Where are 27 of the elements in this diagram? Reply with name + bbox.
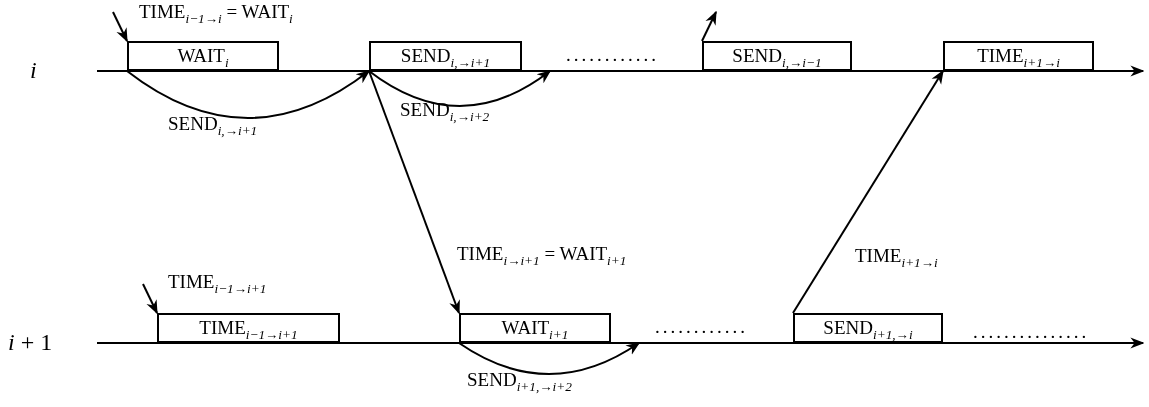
edge-label: TIME$_{i+1→i}$ bbox=[855, 244, 938, 272]
time-slot-box: SEND$_{i,→i−1}$ bbox=[702, 41, 852, 71]
edge-label: TIME$_{i−1→i}$ = WAIT$_{i}$ bbox=[139, 0, 293, 28]
arrow bbox=[792, 69, 944, 314]
edge-label: SEND$_{i,→i+1}$ bbox=[168, 112, 258, 140]
time-slot-box: SEND$_{i+1,→i}$ bbox=[793, 313, 943, 343]
time-slot-box: TIME$_{i+1→i}$ bbox=[943, 41, 1094, 71]
time-slot-box: WAIT$_{i+1}$ bbox=[459, 313, 611, 343]
curved-arrow bbox=[458, 342, 641, 375]
ellipsis-dots: ............... bbox=[973, 320, 1090, 344]
time-slot-box: WAIT$_{i}$ bbox=[127, 41, 279, 71]
arrow bbox=[368, 70, 460, 315]
edge-label: SEND$_{i,→i+2}$ bbox=[400, 98, 490, 126]
curved-arrow bbox=[368, 70, 552, 107]
ellipsis-dots: ............ bbox=[639, 317, 764, 343]
arrow bbox=[142, 283, 158, 315]
edge-label: TIME$_{i−1→i+1}$ bbox=[168, 270, 267, 298]
edge-label: SEND$_{i+1,→i+2}$ bbox=[467, 368, 572, 396]
time-slot-box: TIME$_{i−1→i+1}$ bbox=[157, 313, 340, 343]
time-slot-box: SEND$_{i,→i+1}$ bbox=[369, 41, 522, 71]
arrow bbox=[112, 11, 128, 43]
ellipsis-dots: ............ bbox=[550, 45, 675, 71]
edge-label: TIME$_{i→i+1}$ = WAIT$_{i+1}$ bbox=[457, 242, 627, 270]
curved-arrow bbox=[126, 70, 371, 119]
arrow bbox=[701, 10, 717, 42]
row-label: i + 1 bbox=[8, 330, 53, 354]
row-label: i bbox=[30, 58, 37, 82]
